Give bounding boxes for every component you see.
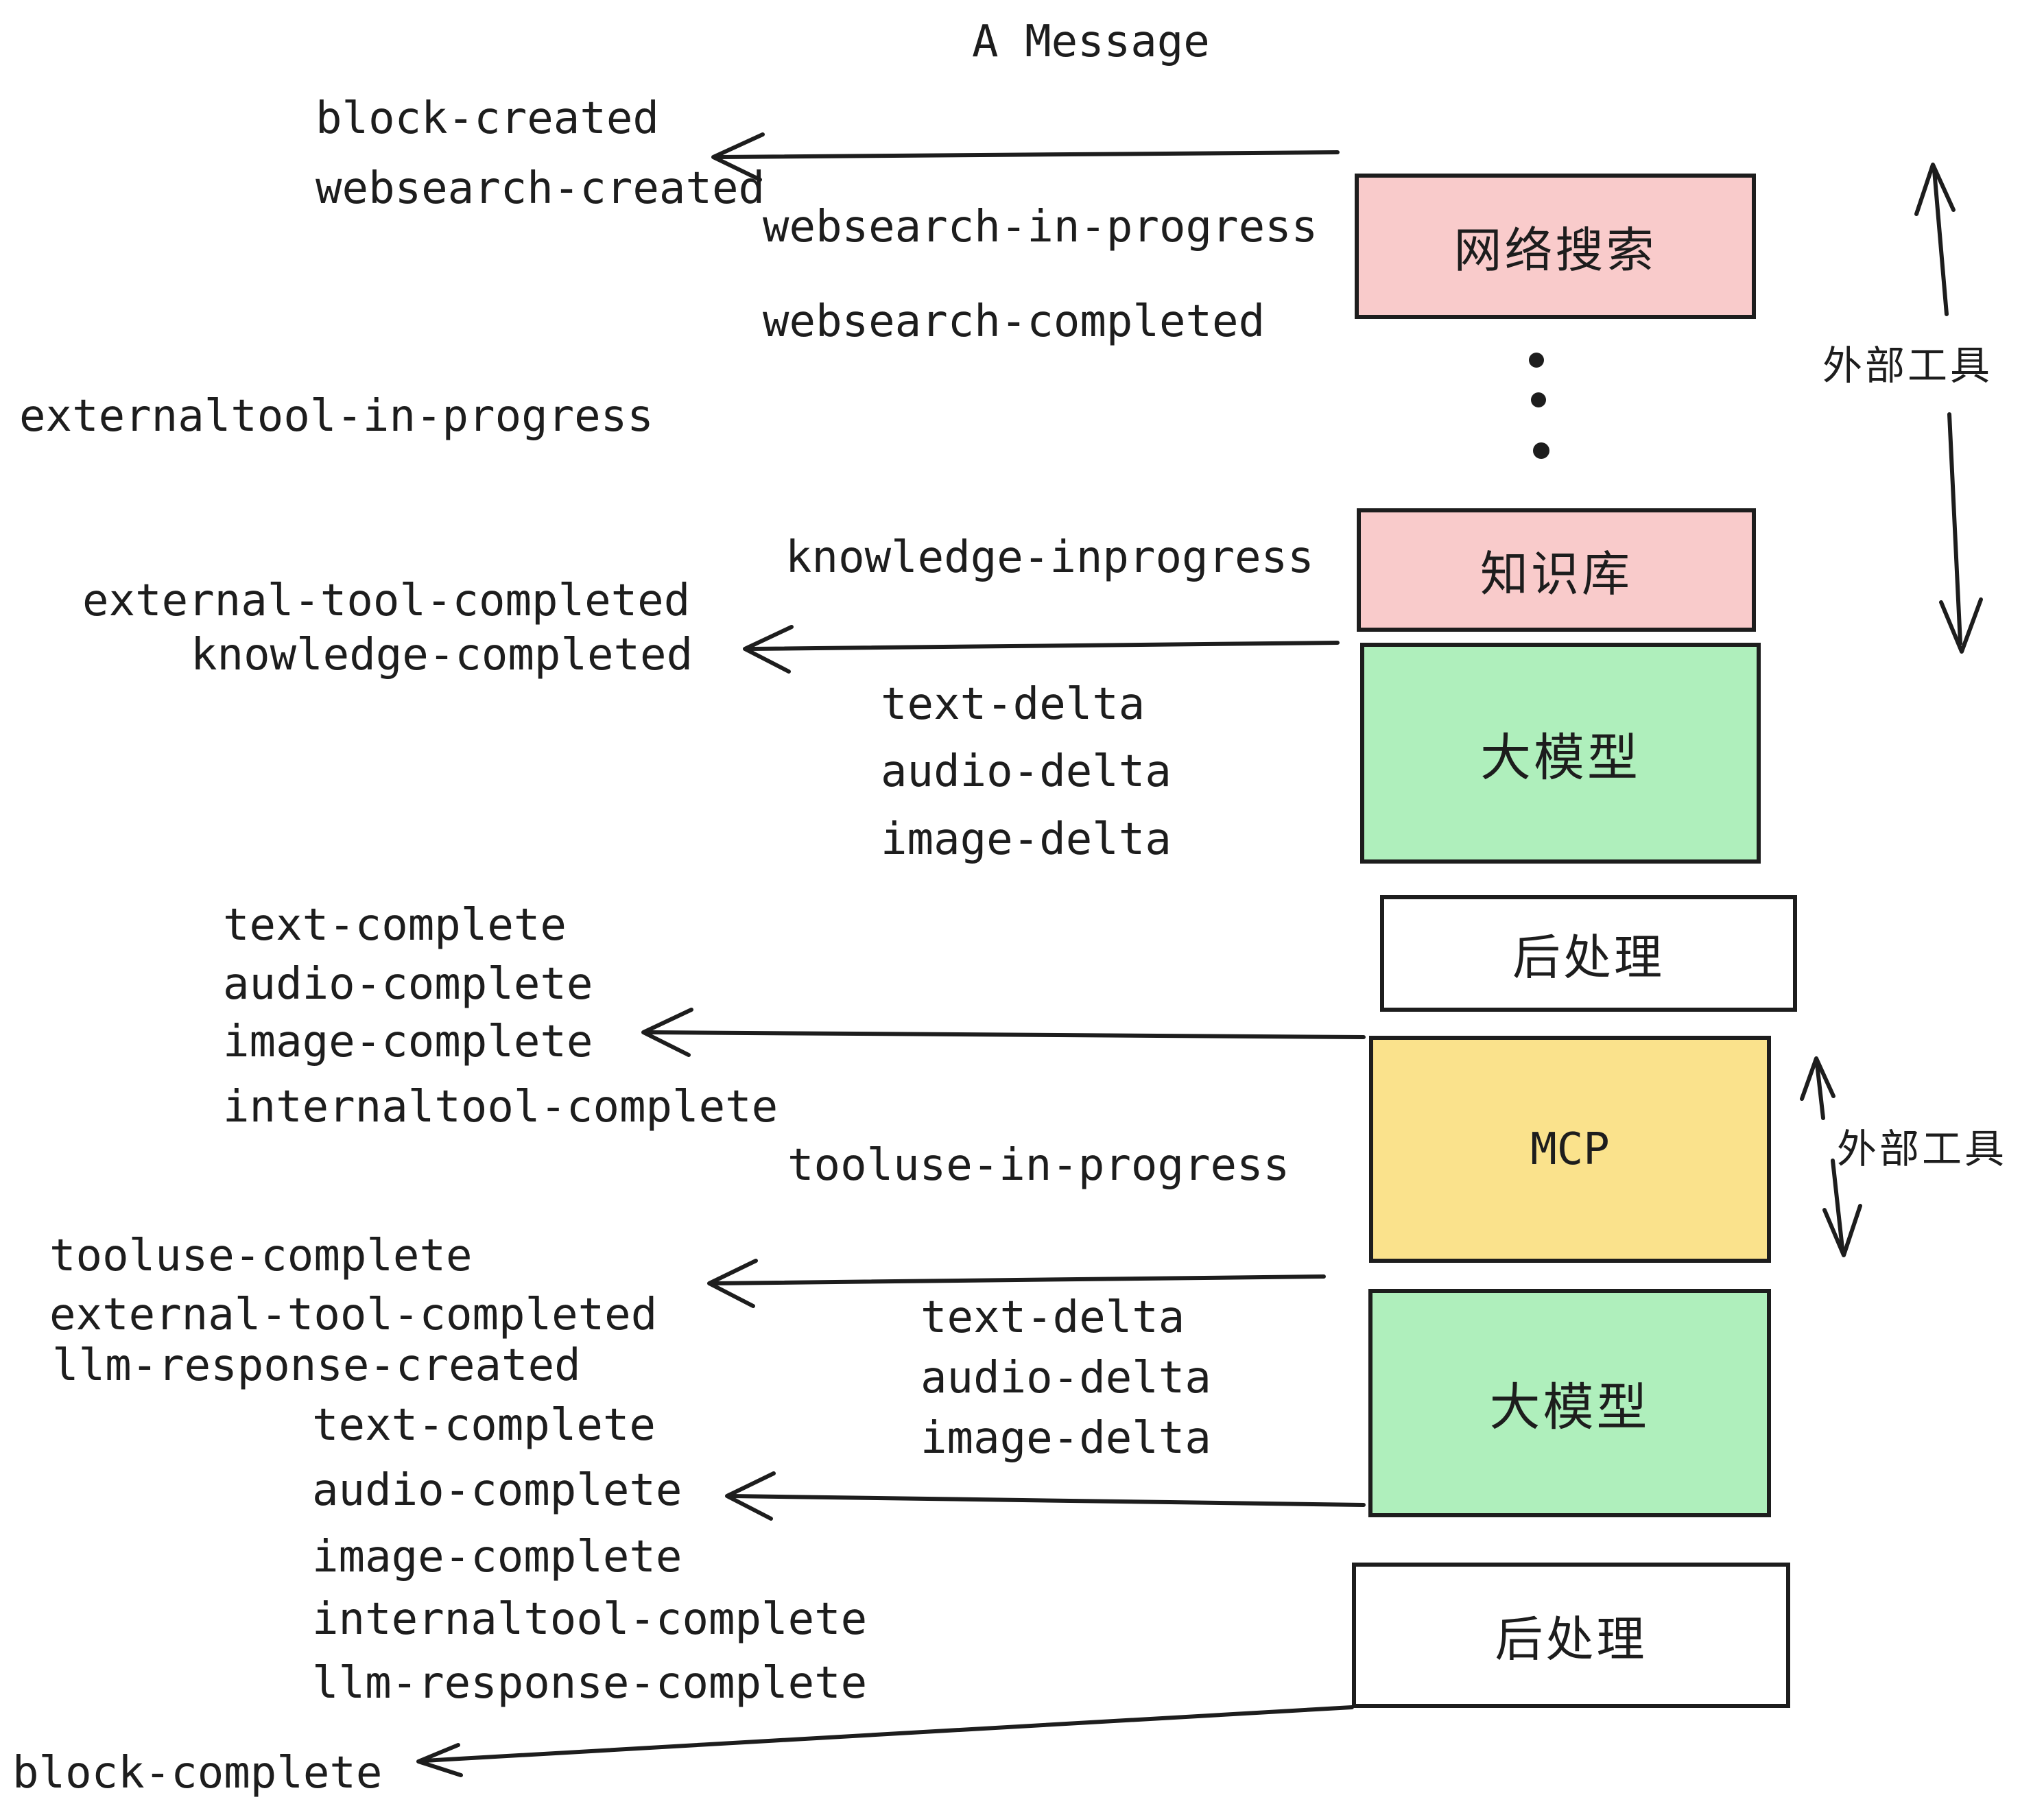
- event-label-tooluse-in-progress: tooluse-in-progress: [787, 1140, 1290, 1191]
- arrow-to-image-complete: [641, 1008, 1366, 1057]
- box-knowledge: 知识库: [1357, 508, 1756, 632]
- event-label-knowledge-completed: knowledge-completed: [191, 630, 693, 680]
- box-postprocess-2: 后处理: [1352, 1563, 1790, 1708]
- event-label-websearch-in-progress: websearch-in-progress: [763, 202, 1318, 252]
- event-label-text-complete-2: text-complete: [312, 1400, 656, 1451]
- box-llm-1: 大模型: [1360, 643, 1761, 864]
- event-label-audio-complete-1: audio-complete: [223, 959, 593, 1010]
- box-llm-2: 大模型: [1368, 1289, 1771, 1517]
- event-label-image-delta-1: image-delta: [881, 814, 1172, 865]
- event-label-image-complete-2: image-complete: [312, 1532, 682, 1582]
- double-arrow-external-tools-top: [1914, 163, 1983, 654]
- event-label-llm-response-complete: llm-response-complete: [312, 1658, 868, 1709]
- event-label-image-complete-1: image-complete: [223, 1017, 593, 1067]
- event-label-externaltool-in-progress: externaltool-in-progress: [19, 391, 654, 442]
- event-label-tooluse-complete: tooluse-complete: [49, 1231, 473, 1281]
- event-label-text-complete-1: text-complete: [223, 900, 567, 951]
- arrow-to-knowledge-completed: [743, 625, 1340, 674]
- side-label-external-tools-bottom: 外部工具: [1837, 1127, 2008, 1172]
- box-websearch: 网络搜索: [1355, 174, 1756, 319]
- side-label-external-tools-top: 外部工具: [1822, 344, 1993, 388]
- event-label-audio-delta-2: audio-delta: [920, 1353, 1211, 1403]
- arrow-to-websearch-created: [711, 132, 1340, 182]
- event-label-audio-delta-1: audio-delta: [881, 746, 1172, 797]
- arrow-to-audio-complete: [725, 1471, 1366, 1521]
- event-label-text-delta-1: text-delta: [881, 679, 1145, 730]
- event-label-knowledge-inprogress: knowledge-inprogress: [785, 532, 1314, 583]
- box-postprocess-1: 后处理: [1380, 895, 1797, 1012]
- event-label-block-complete: block-complete: [12, 1748, 383, 1799]
- arrow-to-tooluse-complete: [707, 1259, 1326, 1308]
- event-label-websearch-completed: websearch-completed: [763, 296, 1265, 347]
- box-mcp: MCP: [1369, 1036, 1771, 1263]
- double-arrow-external-tools-bottom: [1800, 1056, 1862, 1257]
- arrow-to-block-complete: [416, 1705, 1354, 1777]
- event-label-internaltool-complete-1: internaltool-complete: [223, 1082, 779, 1132]
- ellipsis-dots: [1529, 353, 1549, 459]
- event-label-llm-response-created: llm-response-created: [52, 1340, 581, 1391]
- event-label-audio-complete-2: audio-complete: [312, 1465, 682, 1516]
- event-label-image-delta-2: image-delta: [920, 1413, 1211, 1464]
- event-label-websearch-created: websearch-created: [316, 163, 765, 214]
- event-label-text-delta-2: text-delta: [920, 1292, 1185, 1343]
- event-label-internaltool-complete-2: internaltool-complete: [312, 1594, 868, 1645]
- event-label-block-created: block-created: [316, 93, 659, 144]
- page-title: A Message: [972, 16, 1210, 67]
- event-label-external-tool-completed: external-tool-completed: [82, 575, 691, 626]
- event-label-external-tool-completed-2: external-tool-completed: [49, 1290, 658, 1340]
